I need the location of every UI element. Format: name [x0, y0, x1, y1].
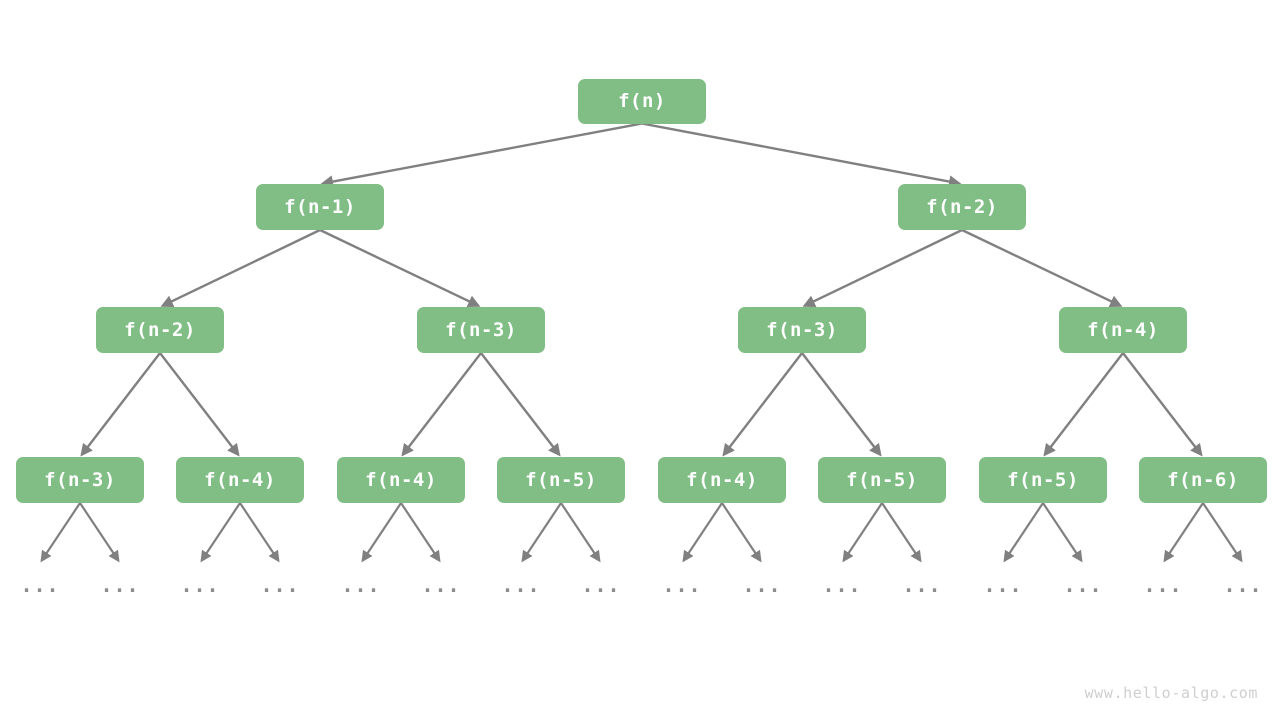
ellipsis-n8-right: ... — [260, 573, 300, 597]
tree-node-n1: f(n-1) — [256, 184, 384, 230]
tree-node-n0: f(n) — [578, 78, 706, 124]
leaf-stub-edge-n13-right — [1042, 502, 1083, 563]
leaf-stub-edge-n9-left — [361, 502, 402, 563]
tree-node-n4: f(n-3) — [417, 307, 545, 353]
ellipsis-n9-left: ... — [341, 573, 381, 597]
leaf-stub-edge-n10-right — [560, 502, 601, 563]
tree-node-n5: f(n-3) — [738, 307, 866, 353]
tree-node-n10: f(n-5) — [497, 457, 625, 503]
leaf-stub-edge-n14-right — [1202, 502, 1243, 563]
ellipsis-n12-left: ... — [822, 573, 862, 597]
watermark: www.hello-algo.com — [1084, 684, 1258, 702]
leaf-stub-edge-n8-right — [239, 502, 280, 563]
tree-node-n14: f(n-6) — [1139, 457, 1267, 503]
tree-node-n6: f(n-4) — [1059, 307, 1187, 353]
ellipsis-n11-left: ... — [662, 573, 702, 597]
leaf-stub-edges — [40, 502, 1243, 563]
edge-n5-to-n11 — [722, 352, 803, 457]
tree-node-n9: f(n-4) — [337, 457, 465, 503]
edge-n5-to-n12 — [801, 352, 882, 457]
edge-n3-to-n8 — [159, 352, 240, 457]
edge-n6-to-n13 — [1043, 352, 1124, 457]
edge-n2-to-n6 — [961, 228, 1123, 307]
edge-n2-to-n5 — [802, 228, 963, 307]
edge-n1-to-n3 — [160, 228, 321, 307]
edge-n1-to-n4 — [319, 228, 481, 307]
edge-n4-to-n9 — [401, 352, 482, 457]
edge-n0-to-n1 — [320, 122, 643, 188]
leaf-stub-edge-n11-left — [682, 502, 723, 563]
ellipsis-n14-right: ... — [1223, 573, 1263, 597]
leaf-stub-edge-n8-left — [200, 502, 241, 563]
edge-n6-to-n14 — [1122, 352, 1203, 457]
tree-node-n2: f(n-2) — [898, 184, 1026, 230]
leaf-stub-edge-n12-left — [842, 502, 883, 563]
ellipsis-n12-right: ... — [902, 573, 942, 597]
leaf-stub-edge-n13-left — [1003, 502, 1044, 563]
leaf-stub-edge-n11-right — [721, 502, 762, 563]
edge-n4-to-n10 — [480, 352, 561, 457]
ellipsis-n8-left: ... — [180, 573, 220, 597]
tree-node-n13: f(n-5) — [979, 457, 1107, 503]
tree-node-n7: f(n-3) — [16, 457, 144, 503]
tree-node-n12: f(n-5) — [818, 457, 946, 503]
tree-node-n3: f(n-2) — [96, 307, 224, 353]
leaf-stub-edge-n12-right — [881, 502, 922, 563]
ellipsis-n7-right: ... — [100, 573, 140, 597]
ellipsis-n9-right: ... — [421, 573, 461, 597]
tree-edges — [80, 122, 1203, 457]
leaf-stub-edge-n14-left — [1163, 502, 1204, 563]
ellipsis-n14-left: ... — [1143, 573, 1183, 597]
edge-n3-to-n7 — [80, 352, 161, 457]
leaf-stub-edge-n10-left — [521, 502, 562, 563]
ellipsis-n7-left: ... — [20, 573, 60, 597]
ellipsis-n13-right: ... — [1063, 573, 1103, 597]
edge-n0-to-n2 — [641, 122, 962, 188]
leaf-stub-edge-n7-left — [40, 502, 81, 563]
ellipsis-n11-right: ... — [742, 573, 782, 597]
tree-node-n8: f(n-4) — [176, 457, 304, 503]
ellipsis-n10-right: ... — [581, 573, 621, 597]
ellipsis-n10-left: ... — [501, 573, 541, 597]
tree-node-n11: f(n-4) — [658, 457, 786, 503]
leaf-stub-edge-n9-right — [400, 502, 441, 563]
ellipsis-n13-left: ... — [983, 573, 1023, 597]
leaf-stub-edge-n7-right — [79, 502, 120, 563]
